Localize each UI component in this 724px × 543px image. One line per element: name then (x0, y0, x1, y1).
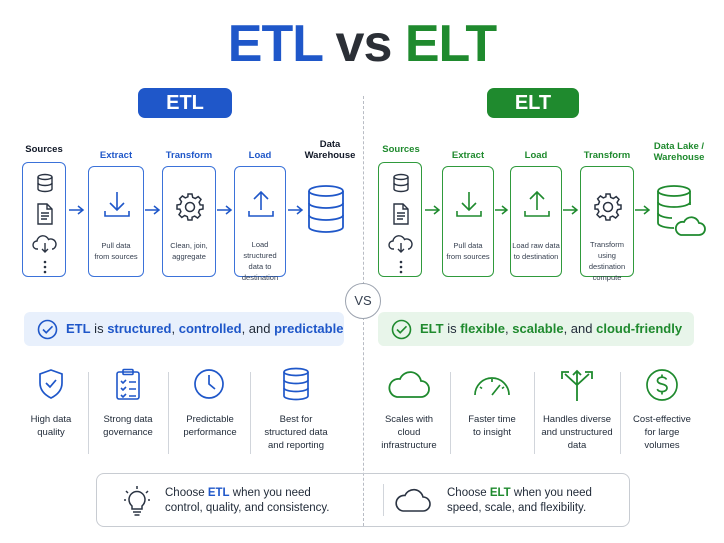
elt-load-box: Load raw data to destination (510, 166, 562, 277)
title-vs: vs (335, 15, 393, 73)
elt-extract-box: Pull data from sources (442, 166, 494, 277)
elt-pill: ELT (487, 88, 579, 118)
document-icon (37, 203, 53, 225)
cloud-download-icon (32, 235, 57, 253)
elt-transform-box: Transform using destination compute (580, 166, 634, 282)
elt-step-transform: Transform (583, 150, 631, 161)
check-circle-icon (37, 319, 58, 340)
etl-step-load: Load (248, 150, 272, 161)
more-vertical-icon (399, 260, 403, 274)
elt-recommendation: Choose ELT when you need speed, scale, a… (447, 487, 592, 514)
gear-icon (594, 193, 622, 221)
speedometer-icon (474, 377, 510, 396)
cloud-icon (388, 371, 430, 398)
etl-step-transform: Transform (165, 150, 213, 161)
benefit-separator (88, 372, 89, 454)
etl-step-sources: Sources (25, 144, 63, 155)
download-icon (456, 192, 482, 217)
recommendation-separator (383, 484, 384, 516)
etl-sources-box (22, 162, 66, 277)
recommendation-panel: Choose ETL when you need control, qualit… (96, 473, 630, 527)
arrow-right-icon (635, 205, 651, 215)
arrow-right-icon (69, 205, 85, 215)
data-lake-icon (657, 185, 706, 236)
arrow-right-icon (563, 205, 579, 215)
arrow-right-icon (495, 205, 509, 215)
download-icon (104, 192, 130, 217)
etl-transform-desc: Clean, join, aggregate (170, 241, 208, 261)
elt-step-load: Load (524, 150, 548, 161)
shield-icon (39, 369, 63, 399)
etl-extract-desc: Pull data from sources (94, 241, 138, 261)
benefit-separator (620, 372, 621, 454)
title-etl: ETL (227, 15, 323, 73)
upload-icon (524, 190, 550, 217)
etl-extract-box: Pull data from sources (88, 166, 144, 277)
etl-load-desc: Load structured data to destination (241, 240, 279, 282)
upload-icon (248, 190, 274, 217)
title-elt: ELT (404, 15, 497, 73)
arrow-right-icon (288, 205, 304, 215)
banner-brand: ELT (420, 321, 444, 336)
arrow-right-icon (145, 205, 161, 215)
cloud-download-icon (388, 235, 413, 253)
benefit-separator (250, 372, 251, 454)
clock-icon (194, 369, 224, 399)
elt-step-destination: Data Lake / Warehouse (653, 141, 705, 163)
database-icon (283, 367, 309, 401)
elt-summary-banner: ELT is flexible, scalable, and cloud-fri… (378, 312, 694, 346)
benefit-separator (534, 372, 535, 454)
gear-icon (176, 193, 204, 221)
etl-recommendation: Choose ETL when you need control, qualit… (165, 487, 330, 514)
vs-badge: VS (345, 283, 381, 319)
etl-load-box: Load structured data to destination (234, 166, 286, 282)
document-icon (393, 203, 409, 225)
elt-step-sources: Sources (382, 144, 420, 155)
benefit-separator (450, 372, 451, 454)
benefit-separator (168, 372, 169, 454)
banner-keyword: predictable (274, 321, 344, 336)
elt-extract-desc: Pull data from sources (446, 241, 490, 261)
check-circle-icon (391, 319, 412, 340)
lightbulb-icon (124, 486, 150, 516)
arrow-right-icon (217, 205, 233, 215)
more-vertical-icon (43, 260, 47, 274)
banner-keyword: controlled (178, 321, 242, 336)
elt-step-extract: Extract (451, 150, 485, 161)
checklist-icon (116, 368, 140, 400)
split-arrows-icon (561, 369, 593, 401)
banner-brand: ETL (66, 321, 91, 336)
page-title: ETL vs ELT (0, 14, 724, 74)
banner-keyword: scalable (512, 321, 564, 336)
banner-keyword: flexible (460, 321, 506, 336)
arrow-right-icon (425, 205, 441, 215)
cloud-icon (395, 488, 431, 512)
database-icon (393, 173, 409, 193)
database-icon (37, 173, 53, 193)
elt-load-desc: Load raw data to destination (512, 241, 560, 261)
elt-sources-box (378, 162, 422, 277)
elt-transform-desc: Transform using destination compute (588, 240, 626, 282)
banner-keyword: cloud-friendly (596, 321, 683, 336)
etl-step-destination: Data Warehouse (304, 139, 356, 161)
etl-pill: ETL (138, 88, 232, 118)
data-warehouse-icon (308, 185, 344, 233)
etl-summary-banner: ETL is structured, controlled, and predi… (24, 312, 344, 346)
etl-step-extract: Extract (99, 150, 133, 161)
dollar-icon (646, 369, 678, 401)
banner-keyword: structured (107, 321, 172, 336)
etl-transform-box: Clean, join, aggregate (162, 166, 216, 277)
